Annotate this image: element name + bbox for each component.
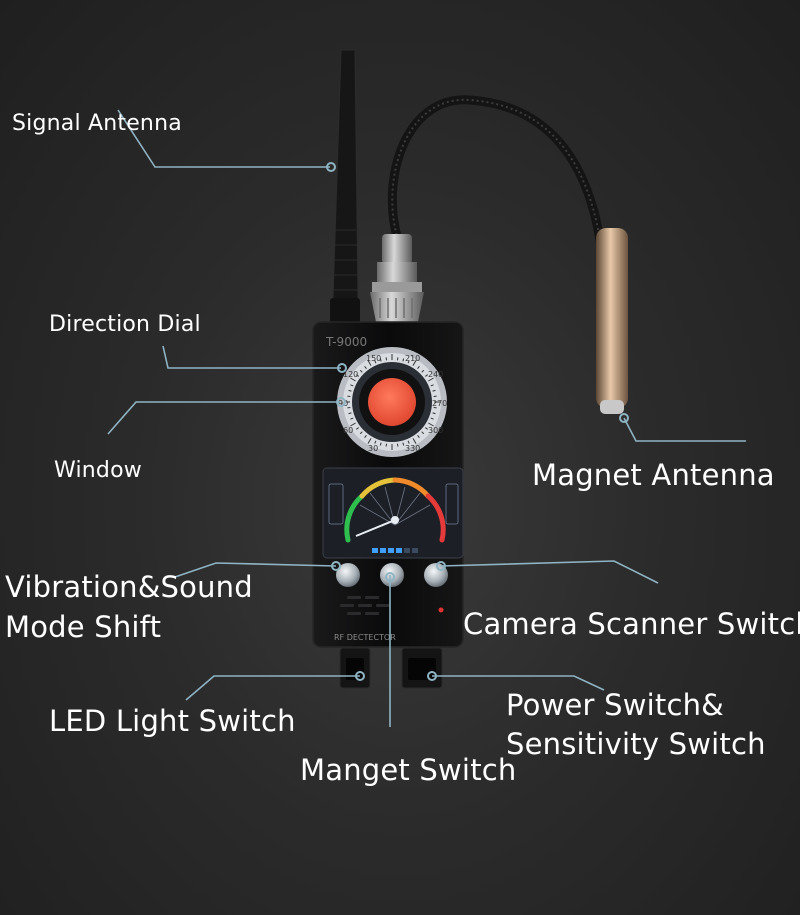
dial-tick — [432, 389, 436, 392]
dial-tick — [350, 377, 356, 382]
dial-tick — [374, 440, 377, 444]
svg-text:300: 300 — [428, 426, 443, 435]
label-mode-shift: Mode Shift — [5, 610, 162, 644]
model-label: T-9000 — [325, 335, 367, 349]
label-window: Window — [54, 458, 142, 483]
dial-tick — [359, 369, 363, 373]
dial-tick — [432, 412, 436, 415]
dial-tick — [367, 360, 372, 366]
dial-tick — [379, 358, 382, 362]
dial-tick — [407, 360, 410, 364]
dial-tick — [417, 365, 420, 369]
dial-tick — [379, 442, 382, 446]
dial-tick — [367, 438, 372, 444]
magnet-mode-button — [380, 563, 404, 587]
svg-text:60: 60 — [343, 426, 353, 435]
dial-tick — [374, 360, 377, 364]
dial-tick — [412, 360, 417, 366]
panel-text: RF DECTECTOR — [334, 633, 396, 642]
screen-right-panel — [445, 483, 459, 525]
svg-text:150: 150 — [366, 354, 381, 363]
dial-tick — [348, 389, 352, 392]
dial-tick — [412, 438, 417, 444]
gauge-needle — [355, 519, 396, 537]
dial-tick — [402, 442, 405, 446]
dial-tick — [428, 377, 434, 382]
label-sensitivity-switch: Sensitivity Switch — [506, 727, 766, 761]
antenna-base — [330, 298, 360, 324]
dial-tick — [428, 422, 434, 427]
vibration-sound-button — [336, 563, 360, 587]
svg-text:240: 240 — [428, 370, 443, 379]
label-signal-antenna: Signal Antenna — [12, 111, 182, 136]
label-led-light: LED Light Switch — [49, 704, 296, 738]
dial-tick — [402, 358, 405, 362]
dial-tick — [364, 365, 367, 369]
magnet-antenna-cable — [387, 95, 605, 245]
label-manget-switch: Manget Switch — [300, 753, 517, 787]
dial-tick — [421, 369, 425, 373]
svg-text:210: 210 — [405, 354, 420, 363]
dial-tick — [355, 374, 359, 377]
svg-text:90: 90 — [338, 399, 348, 408]
antenna-ridges — [334, 229, 358, 291]
dial-tick — [417, 435, 420, 439]
dial-tick — [355, 427, 359, 430]
camera-window-lens — [368, 378, 416, 426]
dial-tick — [430, 384, 434, 387]
speaker-grille — [340, 596, 390, 615]
dial-tick — [348, 412, 352, 415]
label-magnet-antenna: Magnet Antenna — [532, 458, 775, 492]
dial-tick — [350, 417, 354, 420]
dial-tick — [430, 417, 434, 420]
dial-tick — [350, 422, 356, 427]
dial-tick — [407, 440, 410, 444]
antenna-connector — [382, 234, 412, 264]
magnet-probe — [596, 228, 628, 408]
label-direction-dial: Direction Dial — [49, 312, 201, 337]
dial-tick — [359, 431, 363, 435]
screen-level-bar — [372, 548, 418, 553]
svg-text:330: 330 — [405, 444, 420, 453]
signal-gauge — [344, 477, 446, 543]
label-vibration-sound: Vibration&Sound — [5, 570, 253, 604]
screen-left-panel — [328, 483, 344, 525]
dial-tick — [421, 431, 425, 435]
leader-endpoints — [326, 162, 629, 681]
indicator-led — [438, 607, 444, 613]
svg-text:270: 270 — [432, 399, 447, 408]
svg-text:30: 30 — [368, 444, 378, 453]
signal-antenna — [332, 49, 359, 301]
label-camera-scanner: Camera Scanner Switch — [463, 607, 800, 641]
dial-tick — [364, 435, 367, 439]
svg-text:120: 120 — [343, 370, 358, 379]
leader-lines — [107, 109, 746, 727]
dial-tick — [350, 384, 354, 387]
dial-tick — [425, 374, 429, 377]
label-power-switch: Power Switch& — [506, 688, 724, 722]
dial-tick — [425, 427, 429, 430]
